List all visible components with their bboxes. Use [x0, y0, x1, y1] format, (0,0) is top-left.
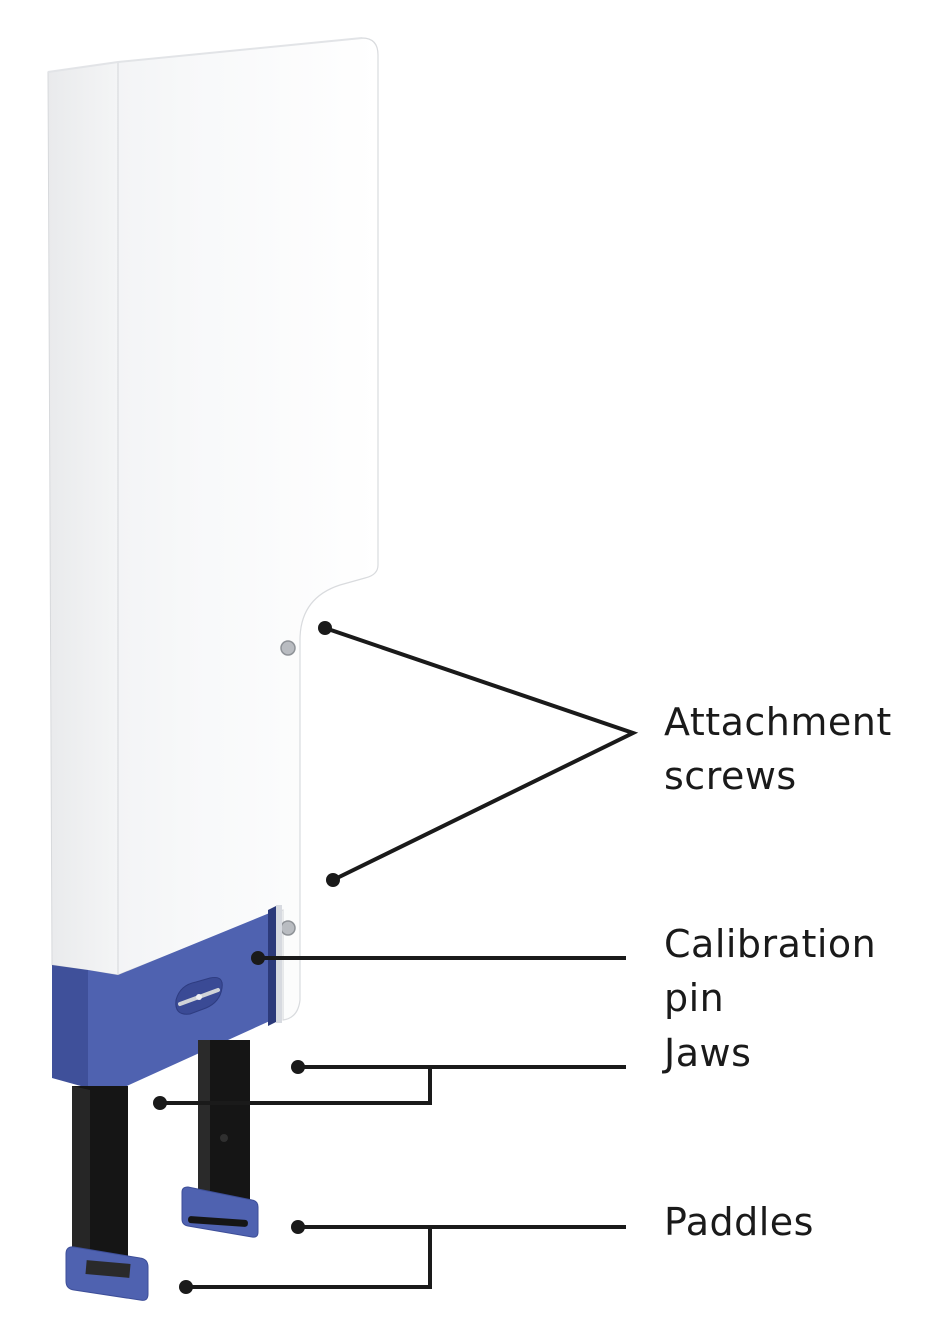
housing-top-edge: [47, 37, 363, 73]
attachment-screws-line1: Attachment: [664, 700, 892, 744]
rear-paddle-dot: [291, 1220, 305, 1234]
front-jaw-dot: [153, 1096, 167, 1110]
rear-jaw-dot: [291, 1060, 305, 1074]
screws-leader: [324, 626, 639, 882]
leader-dots: [153, 621, 340, 1294]
upper-screw: [280, 640, 296, 656]
calibration-pin-head: [196, 994, 202, 1000]
jaws-leader-branch: [160, 1067, 432, 1105]
housing-side-face: [47, 61, 119, 976]
rear-jaw-shade: [198, 1040, 210, 1200]
attachment-screws-label: Attachment screws: [664, 695, 892, 803]
front-jaw-shade: [72, 1086, 90, 1266]
lower-screw: [280, 920, 296, 936]
upper-screw-dot: [318, 621, 332, 635]
rear-paddle-slot: [187, 1216, 248, 1227]
paddles-text: Paddles: [664, 1200, 814, 1244]
calibration-pin-line1: Calibration: [664, 922, 877, 966]
calibration-pin-label: Calibration pin: [664, 917, 876, 1025]
jaws-label: Jaws: [664, 1026, 751, 1080]
paddles-leader-branch: [186, 1227, 432, 1289]
jaws-text: Jaws: [664, 1031, 752, 1075]
blue-block-right: [268, 906, 276, 1026]
blue-block-edge: [276, 905, 282, 1023]
housing-front-face: [117, 37, 379, 1021]
calibration-pin-line2: pin: [664, 976, 725, 1020]
front-paddle-dot: [179, 1280, 193, 1294]
paddles-label: Paddles: [664, 1195, 814, 1249]
attachment-screws-line2: screws: [664, 754, 797, 798]
front-paddle-slot: [85, 1260, 131, 1278]
leader-lines: [160, 626, 639, 1289]
blue-block-side: [52, 965, 88, 1088]
calibration-pin-dot: [251, 951, 265, 965]
rear-jaw-hole: [220, 1134, 228, 1142]
lower-screw-dot: [326, 873, 340, 887]
